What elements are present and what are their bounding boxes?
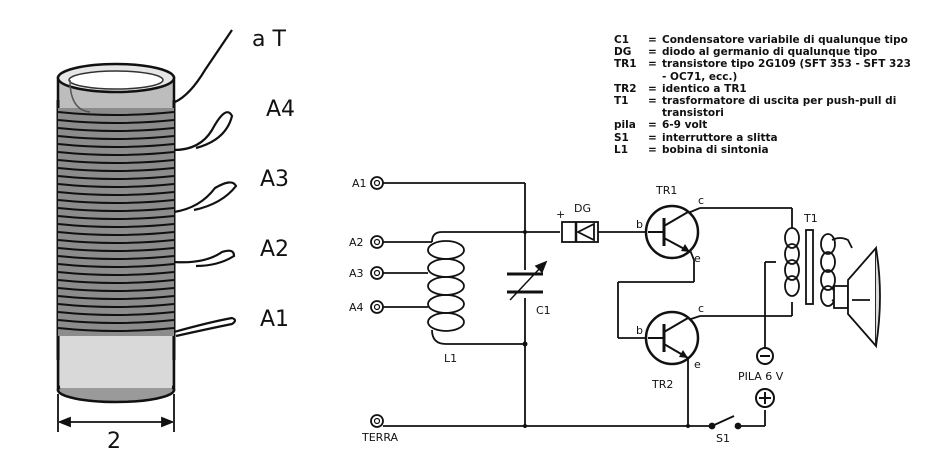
tr1-pin-e: e bbox=[694, 252, 701, 265]
coil-tap-wires bbox=[173, 29, 238, 338]
tr2-pin-b: b bbox=[636, 324, 643, 337]
terminal-label-a3: A3 bbox=[349, 267, 364, 280]
schematic-wires bbox=[382, 182, 853, 427]
switch-s1-label: S1 bbox=[716, 432, 730, 445]
legend-row: pila=6-9 volt bbox=[614, 119, 708, 132]
speaker bbox=[833, 245, 881, 349]
coil-l1-label: L1 bbox=[444, 352, 457, 365]
transistor-tr2 bbox=[644, 310, 700, 366]
battery-pila bbox=[755, 347, 775, 408]
capacitor-c1 bbox=[507, 272, 543, 294]
coil-label-a1: A1 bbox=[260, 307, 289, 332]
coil-dimension-label: 2 bbox=[107, 429, 121, 454]
transformer-t1 bbox=[784, 227, 836, 307]
legend-row: TR2=identico a TR1 bbox=[614, 82, 747, 95]
tr1-pin-c: c bbox=[698, 194, 704, 207]
terminal-label-a4: A4 bbox=[349, 301, 364, 314]
coil-l1 bbox=[427, 240, 465, 332]
component-legend: C1=Condensatore variabile di qualunque t… bbox=[614, 34, 914, 156]
coil-dimension-arrow bbox=[57, 394, 175, 432]
tr2-pin-c: c bbox=[698, 302, 704, 315]
legend-row: DG=diodo al germanio di qualunque tipo bbox=[614, 46, 878, 59]
diode-dg-label: DG bbox=[574, 202, 591, 215]
diode-polarity: + bbox=[556, 208, 565, 221]
legend-row: C1=Condensatore variabile di qualunque t… bbox=[614, 34, 908, 46]
terminal-label-a2: A2 bbox=[349, 236, 364, 249]
coil-drawing bbox=[56, 29, 238, 432]
tr2-label: TR2 bbox=[651, 378, 673, 391]
tr1-pin-b: b bbox=[636, 218, 643, 231]
tr1-label: TR1 bbox=[655, 184, 677, 197]
legend-row: S1=interruttore a slitta bbox=[614, 131, 778, 144]
transistor-tr1 bbox=[644, 204, 700, 260]
terminal-label-terra: TERRA bbox=[361, 431, 399, 444]
capacitor-c1-label: C1 bbox=[536, 304, 551, 317]
transformer-t1-label: T1 bbox=[803, 212, 818, 225]
legend-row: T1=trasformatore di uscita per push-pull… bbox=[614, 95, 897, 120]
diode-dg bbox=[561, 221, 599, 243]
switch-s1[interactable] bbox=[708, 415, 742, 430]
legend-row: TR1=transistore tipo 2G109 (SFT 353 - SF… bbox=[614, 58, 911, 83]
terminals bbox=[370, 176, 384, 428]
coil-windings bbox=[57, 111, 175, 332]
coil-label-a2: A2 bbox=[260, 237, 289, 262]
coil-label-a4: A4 bbox=[266, 97, 295, 122]
battery-label: PILA 6 V bbox=[738, 370, 784, 383]
coil-label-a3: A3 bbox=[260, 167, 289, 192]
tr2-pin-e: e bbox=[694, 358, 701, 371]
coil-label-at: a T bbox=[252, 27, 286, 52]
terminal-label-a1: A1 bbox=[352, 177, 367, 190]
legend-row: L1=bobina di sintonia bbox=[614, 143, 769, 156]
